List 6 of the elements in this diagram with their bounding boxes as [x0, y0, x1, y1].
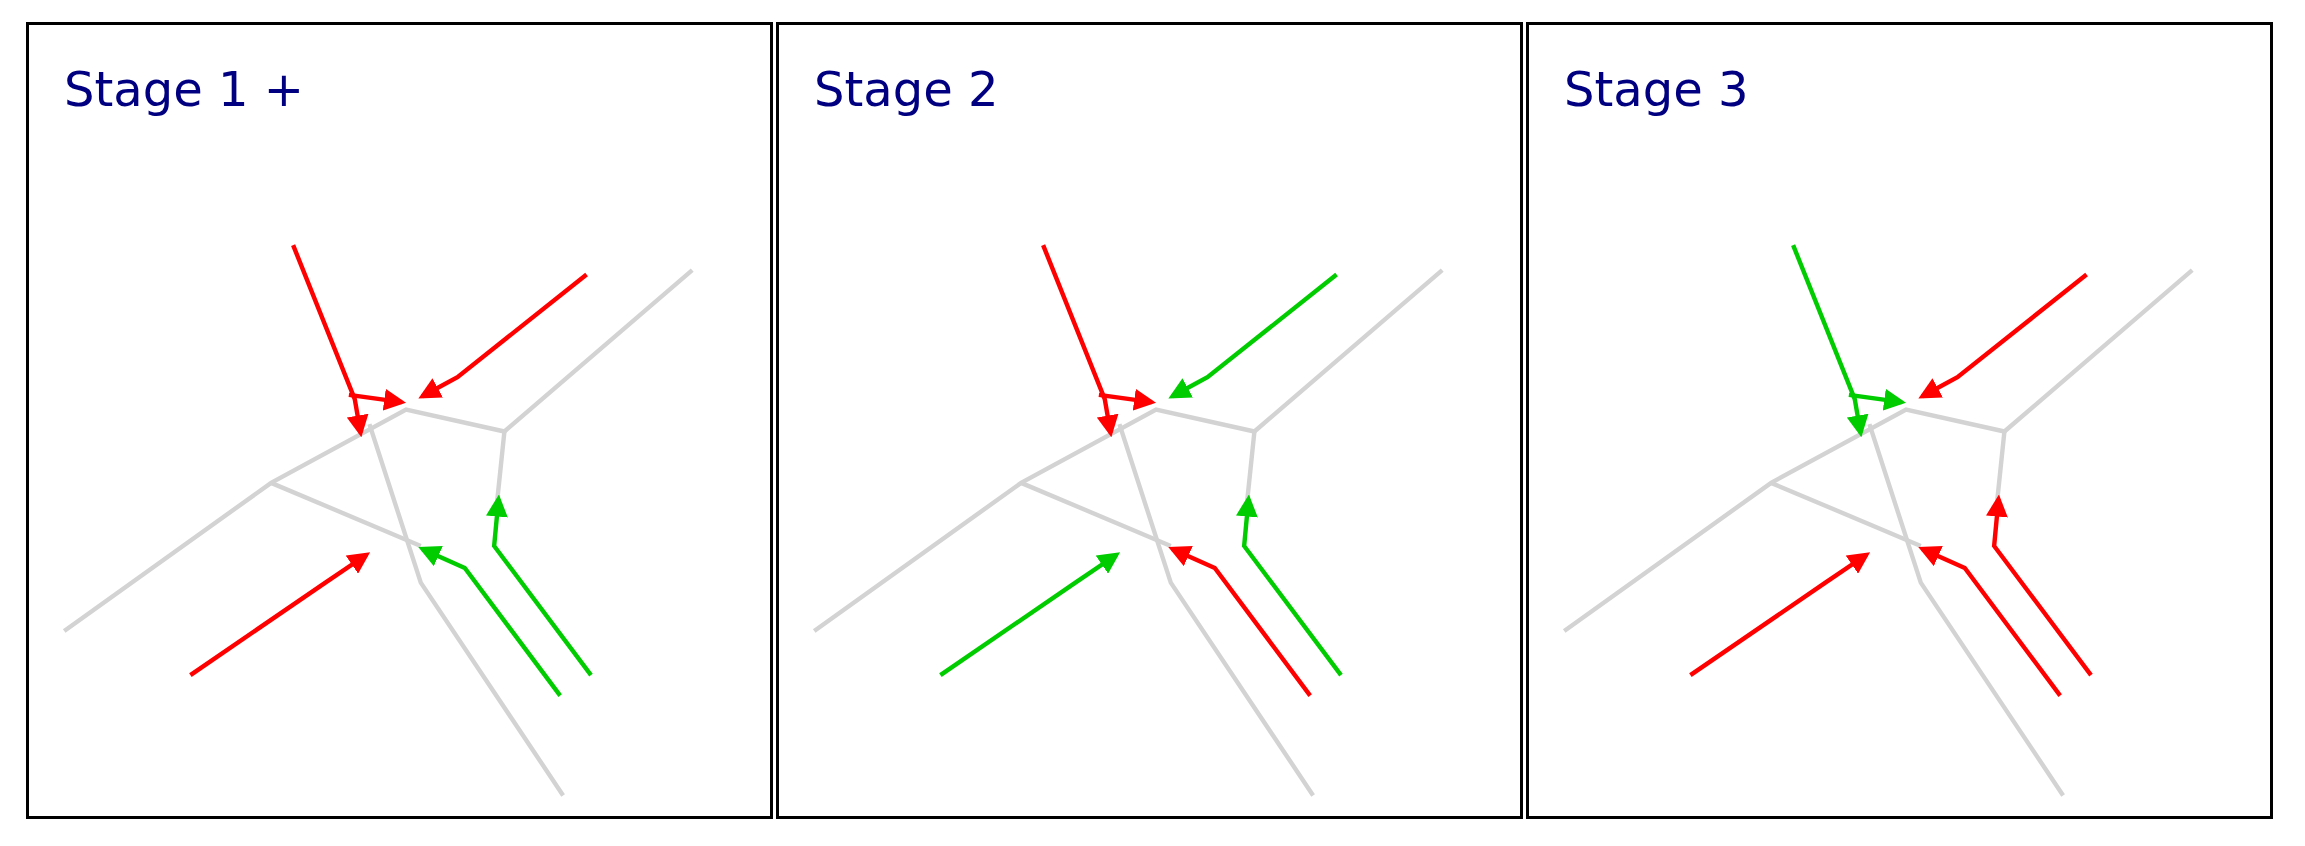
stage-panel: [26, 22, 773, 819]
stage-panel: [1526, 22, 2273, 819]
panel-title: Stage 2: [814, 61, 999, 117]
panel-title: Stage 1 +: [64, 61, 304, 117]
panel-title: Stage 3: [1564, 61, 1749, 117]
stage-panel: [776, 22, 1523, 819]
